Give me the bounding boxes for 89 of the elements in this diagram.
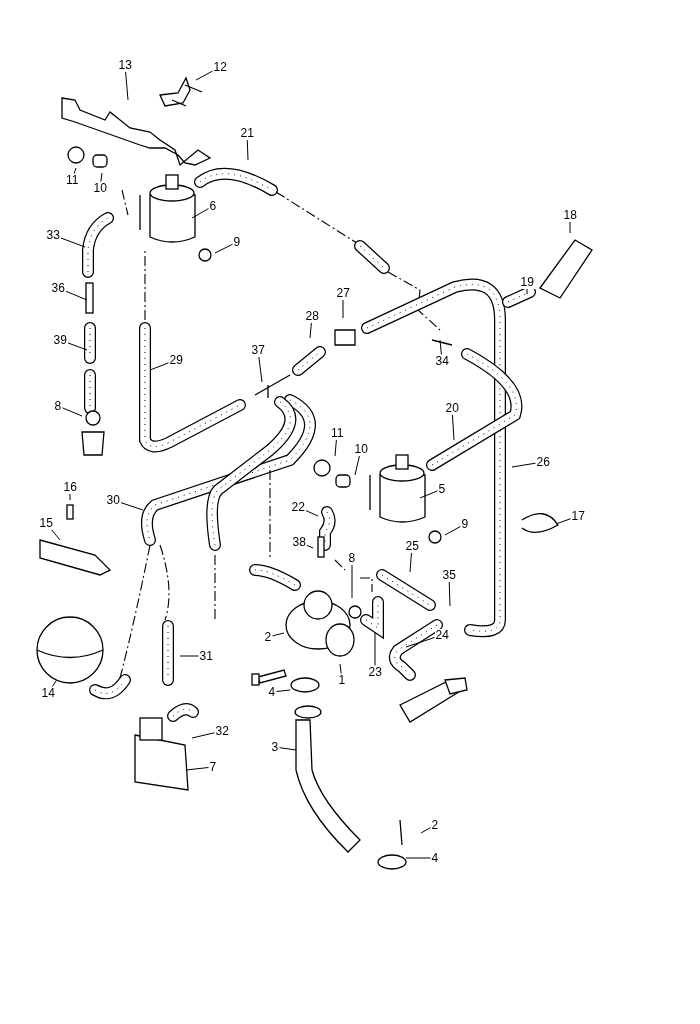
callout-number: 4 [267,685,277,699]
callout-number: 21 [239,126,255,140]
leader-line [419,490,438,499]
callout-number: 22 [290,500,306,514]
callout-number: 18 [562,208,578,222]
leader-line [65,290,88,301]
callout-number: 26 [535,455,551,469]
leader-line [342,299,344,319]
leader-line [50,529,61,541]
leader-line [451,414,455,441]
callout-number: 37 [250,343,266,357]
callout-number: 13 [117,58,133,72]
leader-line [306,544,314,549]
callout-number: 25 [404,539,420,553]
leader-line [60,237,86,248]
leader-line [339,663,342,674]
callout-number: 28 [304,309,320,323]
leader-line [195,70,213,81]
callout-number: 14 [40,686,56,700]
callout-number: 2 [263,630,273,644]
callout-number: 10 [92,181,108,195]
callout-number: 32 [214,724,230,738]
leader-line [420,827,431,834]
callout-number: 5 [437,482,447,496]
callout-number: 10 [353,442,369,456]
leader-line [511,462,536,468]
callout-number: 9 [460,517,470,531]
leader-line [73,167,77,174]
callout-number: 33 [45,228,61,242]
callout-number: 6 [208,199,218,213]
callout-number: 1 [337,673,347,687]
callout-number: 23 [367,665,383,679]
leader-line [555,518,571,525]
leader-line [405,637,435,648]
callout-number: 8 [53,399,63,413]
leader-line [191,208,209,219]
callout-number: 29 [168,353,184,367]
callout-number: 17 [570,509,586,523]
callout-number: 16 [62,480,78,494]
leader-line [258,356,263,383]
leader-line [100,172,103,182]
callout-number: 8 [347,551,357,565]
callout-number: 11 [330,426,345,440]
callout-number: 36 [50,281,66,295]
leader-line [569,221,571,234]
callout-number: 3 [270,740,280,754]
callout-number: 2 [430,818,440,832]
leader-line [125,71,129,101]
callout-number: 38 [291,535,307,549]
leader-line [120,502,144,511]
leader-line [62,407,83,417]
callout-number: 7 [208,760,218,774]
leader-line [305,509,319,517]
leader-line [444,525,461,536]
leader-line [179,655,199,657]
callout-number: 19 [519,275,535,289]
leader-line [405,857,431,859]
leader-line [191,732,215,739]
callout-number: 31 [198,649,214,663]
callout-number: 39 [52,333,68,347]
leader-line [409,552,412,573]
leader-line [276,689,291,692]
leader-line [354,455,360,476]
leader-line [448,581,451,607]
leader-line [67,342,88,351]
leader-line [69,493,71,501]
leader-line [279,747,297,751]
leader-line [246,139,249,161]
callout-number: 27 [335,286,351,300]
leader-line [185,767,209,771]
leader-line [309,322,312,339]
callout-number: 30 [105,493,121,507]
leader-line [272,632,285,637]
callout-number: 12 [212,60,228,74]
leader-line [526,288,528,295]
callout-number: 4 [430,851,440,865]
leader-line [439,339,442,355]
callout-number: 20 [444,401,460,415]
leader-line [374,631,376,666]
callout-number: 35 [441,568,457,582]
leader-line [351,564,353,599]
callout-number: 34 [434,354,450,368]
callout-number: 9 [232,235,242,249]
leader-line [149,362,169,371]
leader-line [334,439,337,457]
callout-number: 15 [38,516,54,530]
callout-number: 11 [65,173,80,187]
leader-line [214,243,233,254]
leader-line [51,680,57,687]
